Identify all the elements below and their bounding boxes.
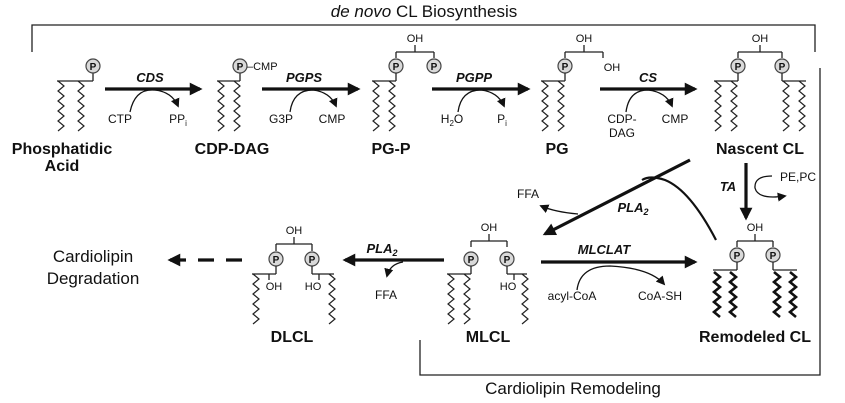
mlclat-substrate: acyl-CoA [548, 289, 597, 303]
cdp-dag-label: CDP-DAG [195, 141, 270, 158]
cds-substrate: CTP [108, 112, 132, 126]
biosynthesis-section-title: de novo CL Biosynthesis [331, 2, 517, 21]
cs-substrate-line1: CDP- [607, 112, 636, 126]
cdp-dag-structure: P –CMP [217, 58, 278, 132]
remodeling-frame [419, 68, 821, 376]
dlcl-label: DLCL [271, 329, 314, 346]
svg-text:–CMP: –CMP [247, 61, 278, 73]
svg-text:P: P [734, 251, 741, 262]
svg-text:OH: OH [286, 225, 303, 237]
pgpp-substrate: H2O [441, 112, 463, 128]
pla2-degradation-ffa-curve [384, 261, 404, 278]
cs-enzyme-label: CS [639, 70, 657, 85]
nascent-cl-label: Nascent CL [716, 141, 804, 158]
ta-cofactor-curve [754, 175, 787, 202]
svg-text:P: P [562, 62, 569, 73]
svg-text:P: P [770, 251, 777, 262]
svg-text:HO: HO [305, 281, 322, 293]
phosphate-icon [232, 58, 248, 74]
remodeled-cl-return-curve [641, 176, 717, 241]
cs-substrate-line2: DAG [609, 126, 635, 140]
degradation-label-line2: Degradation [47, 269, 140, 288]
svg-text:P: P [237, 62, 244, 73]
svg-text:P: P [309, 255, 316, 266]
svg-text:P: P [735, 62, 742, 73]
svg-text:P: P [504, 255, 511, 266]
pla2-remodeling-enzyme-label: PLA2 [617, 200, 648, 217]
svg-text:OH: OH [481, 222, 498, 234]
svg-text:P: P [90, 62, 97, 73]
mlclat-cofactor-curve [576, 265, 666, 291]
svg-text:OH: OH [752, 33, 769, 45]
svg-text:P: P [273, 255, 280, 266]
mlclat-product: CoA-SH [638, 289, 682, 303]
svg-text:OH: OH [604, 62, 621, 74]
cs-product: CMP [662, 112, 689, 126]
svg-text:OH: OH [407, 33, 424, 45]
pgpp-enzyme-label: PGPP [456, 70, 492, 85]
pg-p-structure: OH P P [372, 33, 442, 132]
pgps-enzyme-label: PGPS [286, 70, 322, 85]
pgpp-cofactor-curve [457, 89, 506, 113]
cds-enzyme-label: CDS [136, 70, 164, 85]
pgpp-product: Pi [497, 112, 507, 128]
phosphatidic-acid-structure: P [57, 58, 101, 132]
svg-text:P: P [468, 255, 475, 266]
mlcl-structure: OH P P HO [447, 222, 529, 325]
svg-text:OH: OH [576, 33, 593, 45]
svg-text:P: P [779, 62, 786, 73]
remodeling-section-title: Cardiolipin Remodeling [485, 379, 661, 398]
svg-text:P: P [431, 62, 438, 73]
remodeled-cl-label: Remodeled CL [699, 329, 811, 346]
pg-label: PG [545, 141, 568, 158]
svg-text:P: P [393, 62, 400, 73]
pla2-degradation-enzyme-label: PLA2 [366, 241, 397, 258]
cds-cofactor-curve [129, 89, 180, 113]
svg-text:OH: OH [266, 281, 283, 293]
nascent-cl-structure: OH P P [714, 33, 806, 132]
mlcl-label: MLCL [466, 329, 511, 346]
phosphate-icon [426, 58, 442, 74]
phosphatidic-acid-label-line2: Acid [45, 158, 80, 175]
mlclat-enzyme-label: MLCLAT [578, 242, 632, 257]
degradation-label-line1: Cardiolipin [53, 247, 133, 266]
pla2-ffa-curve [539, 204, 579, 215]
ta-cosubstrate: PE,PC [780, 170, 816, 184]
pgps-cofactor-curve [289, 89, 338, 113]
svg-text:OH: OH [747, 222, 764, 234]
ta-enzyme-label: TA [720, 179, 736, 194]
biosynthesis-frame [31, 24, 816, 52]
cs-cofactor-curve [625, 89, 674, 113]
pgps-product: CMP [319, 112, 346, 126]
pla2-remodeling-arrow [542, 158, 691, 236]
pgps-substrate: G3P [269, 112, 293, 126]
pla2-degradation-product: FFA [375, 288, 397, 302]
pla2-remodeling-product: FFA [517, 187, 539, 201]
phosphate-icon [85, 58, 101, 74]
pg-p-label: PG-P [371, 141, 410, 158]
phosphatidic-acid-label-line1: Phosphatidic [12, 141, 113, 158]
dlcl-structure: OH P P OH HO [252, 225, 336, 325]
svg-text:HO: HO [500, 281, 517, 293]
pg-structure: OH OH P [541, 33, 621, 132]
remodeled-cl-structure: OH P P [711, 222, 799, 318]
cds-product: PPi [169, 112, 187, 128]
